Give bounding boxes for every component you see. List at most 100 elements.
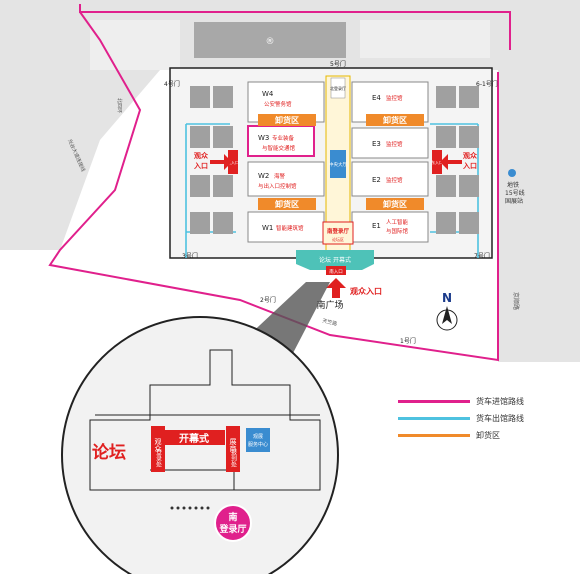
zoom-south-lobby-1: 南 [228,511,237,523]
zoom-people-icons [170,506,210,510]
gate-7: 7号门 [474,252,490,260]
unload-zone-ne-label: 卸货区 [383,115,407,125]
hall-w4-code: W4 [262,90,274,98]
zoom-ceremony [163,430,225,445]
road-south: 天竺路 [322,317,338,327]
road-area [0,0,580,362]
visitor-entry-east-label-1: 观众 [463,151,478,160]
ne-block [360,20,490,58]
gate-1: 1号门 [400,337,416,345]
zoom-audience-reg-2: 登录处 [155,448,162,468]
gate-2: 2号门 [260,296,276,304]
zoom-south-lobby-badge [214,504,252,542]
visitor-entry-east-label-2: 入口 [462,162,477,170]
zoom-south-lobby-2: 登录厅 [218,523,246,535]
unload-zone-se-label: 卸货区 [383,199,407,209]
hall-e3-code: E3 [372,140,381,148]
legend: 货车进馆路线 货车出馆路线 卸货区 [398,393,568,444]
south-lobby-label: 南登录厅 [327,227,350,235]
metro-line3: 国展站 [505,197,523,205]
unload-zone-se [366,198,424,210]
gate-6: 6-1号门 [476,80,498,88]
hall-w3-name-2: 与智能交通馆 [262,144,296,152]
hall-e2-name: 监控馆 [386,176,403,184]
nw-block [90,20,180,70]
truck-in-route [48,4,511,362]
ceremony-area [296,250,374,270]
hall-w1 [247,211,325,243]
metro-line1: 地铁 [507,181,519,189]
legend-swatch-truck-in [398,400,470,403]
legend-item-unload: 卸货区 [398,427,568,444]
road-east: 京顺路 [512,292,520,310]
visitor-entry-south: 观众入口 [326,278,382,298]
metro-line2: 15号线 [505,189,525,197]
zoom-media-reg [226,426,240,472]
north-lobby-label: 北登录厅 [330,85,346,91]
visitor-entry-east: 观众 入口 [440,151,478,170]
legend-swatch-truck-out [398,417,470,420]
unload-zone-ne [366,114,424,126]
hall-w2 [247,161,325,197]
hall-w4-name: 公安警务馆 [264,100,292,108]
unload-zone-sw [258,198,316,210]
zoom-ceremony-label: 开幕式 [179,432,209,445]
hall-w3-name-1: 专业装备 [272,134,295,142]
unload-zone-sw-label: 卸货区 [275,199,299,209]
visitor-entry-west-label-1: 观众 [194,151,209,160]
metro-icon [508,169,516,177]
hall-e3 [351,127,429,159]
south-lobby-sub: 论坛区 [332,236,344,242]
east-entry-label: 东入口 [431,159,443,165]
hall-w2-name-1: 海警 [274,172,286,180]
zoom-service-center [246,428,270,452]
hall-e1-code: E1 [372,222,381,230]
north-lobby [330,77,346,99]
ceremony-label: 论坛 开幕式 [319,256,351,264]
unload-zone-nw [258,114,316,126]
gate-3: 3号门 [182,252,198,260]
hall-w2-name-2: 与出入口控制馆 [258,182,297,190]
west-outbuildings [190,86,233,234]
hall-e3-name: 监控馆 [386,140,403,148]
east-outbuildings [436,86,479,234]
zoom-media-reg-2: 报到处 [230,448,237,468]
visitor-entry-west: 观众 入口 [193,151,232,170]
legend-label-truck-out: 货车出馆路线 [476,414,524,423]
hall-w2-code: W2 [258,172,269,180]
legend-item-truck-in: 货车进馆路线 [398,393,568,410]
visitor-entry-west-label-2: 入口 [193,162,208,170]
hall-e1-name-1: 人工智能 [386,218,409,226]
central-atrium-label: 中央大厅 [329,161,347,168]
gate-4: 4号门 [164,80,180,88]
zoom-audience-reg-1: 观众 [154,438,162,452]
legend-item-truck-out: 货车出馆路线 [398,410,568,427]
zoom-media-reg-1: 展商 [229,438,237,453]
gate-5: 5号门 [330,60,346,68]
hall-e4-name: 监控馆 [386,94,403,102]
hall-e1-name-2: 与国际馆 [386,227,409,235]
legend-label-truck-in: 货车进馆路线 [476,397,524,406]
hall-w1-name: 智能建筑馆 [276,224,304,232]
south-entry-box [326,266,346,275]
compass-label: N [442,291,452,305]
central-atrium [330,150,346,178]
west-entry-box [228,150,238,174]
zoom-audience-reg [151,426,165,472]
zoom-service-center-1: 观展 [253,434,263,440]
south-plaza-label: 南广场 [316,299,343,311]
hall-w3-code: W3 [258,134,269,142]
unload-zone-nw-label: 卸货区 [275,115,299,125]
west-entry-label: 西入口 [227,160,239,165]
zoom-circle [61,316,339,574]
south-lobby [322,221,354,245]
hall-e1 [351,211,429,243]
hall-e2 [351,161,429,197]
hall-w1-code: W1 [262,224,273,232]
north-building [194,22,346,58]
compass-icon: N [436,291,458,331]
road-west: 北四环 [116,98,123,113]
zoom-forum-label: 论坛 [92,442,126,463]
legend-swatch-unload [398,434,470,437]
east-entry-box [432,150,442,174]
